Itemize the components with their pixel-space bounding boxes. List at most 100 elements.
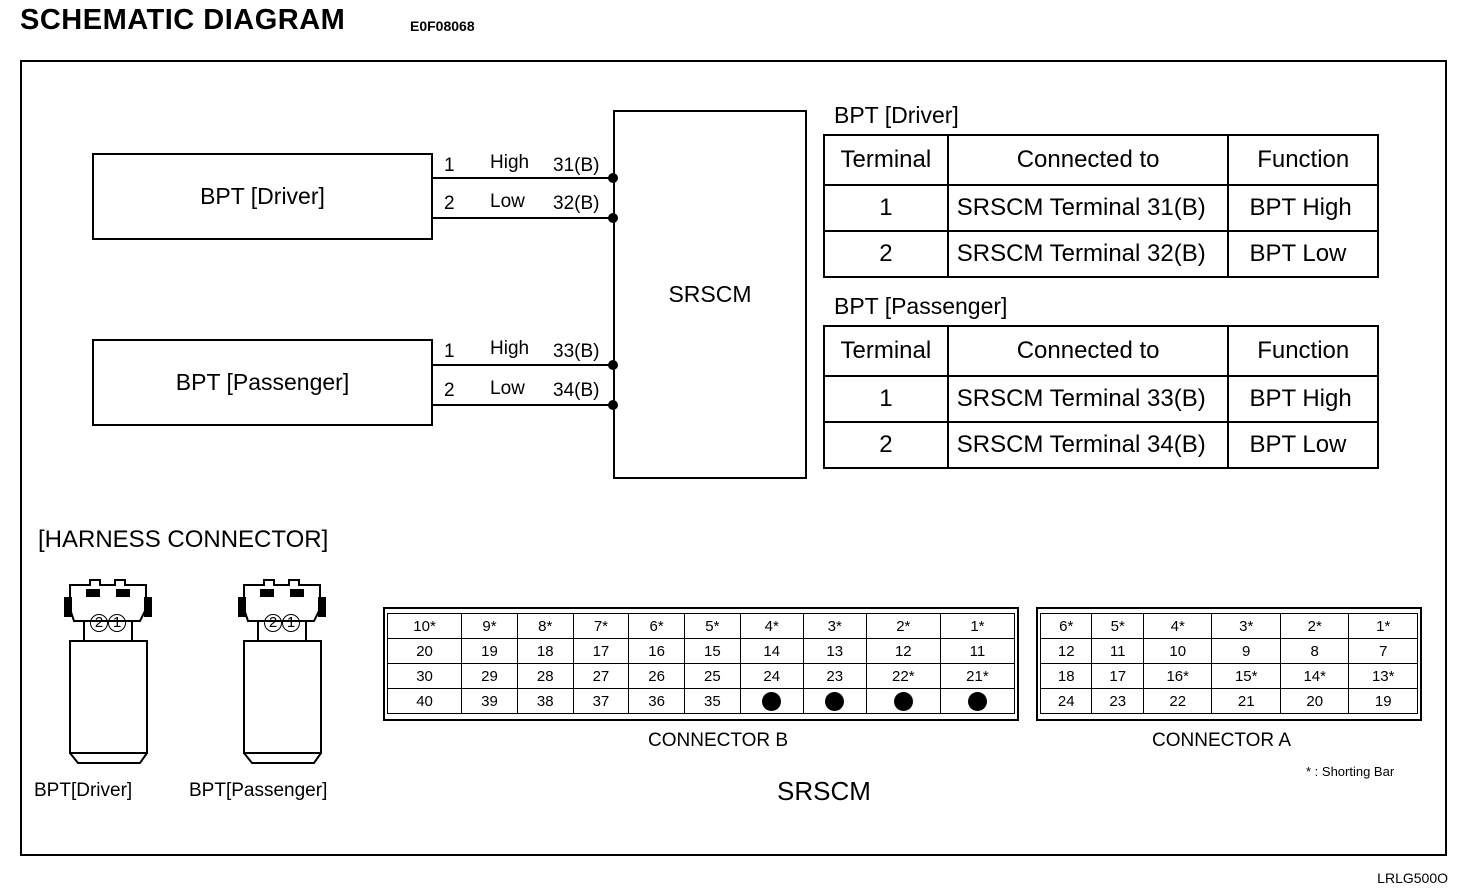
- pin-cell: 8*: [516, 613, 574, 639]
- bpt-passenger-connector-icon: [238, 579, 326, 764]
- wire-signal: Low: [490, 191, 525, 212]
- column-header: Function: [1227, 134, 1379, 186]
- srscm-label: SRSCM: [668, 281, 752, 307]
- pin-cell: 11: [1091, 638, 1144, 664]
- pin-cell: 3*: [1211, 613, 1281, 639]
- pin-cell: 26: [628, 663, 685, 689]
- pin-cell: 13: [802, 638, 867, 664]
- table-cell: SRSCM Terminal 31(B): [946, 184, 1230, 232]
- pin-cell: 38: [516, 688, 574, 714]
- table-cell: 1: [823, 375, 949, 423]
- table-cell: BPT Low: [1227, 230, 1379, 278]
- srscm-caption: SRSCM: [777, 776, 871, 806]
- filled-pin-dot: [825, 691, 845, 711]
- pin-cell: 40: [386, 688, 463, 714]
- pin-cell: 37: [572, 688, 630, 714]
- wire-terminal: 34(B): [553, 380, 600, 401]
- pin-cell: 29: [461, 663, 518, 689]
- column-header: Terminal: [823, 134, 949, 186]
- page-title: SCHEMATIC DIAGRAM: [20, 4, 346, 36]
- pin-cell: 25: [684, 663, 741, 689]
- pin-number: 1: [282, 614, 300, 632]
- pin-cell: 11: [939, 638, 1016, 664]
- pin-cell: 18: [1039, 663, 1093, 689]
- pin-cell: 28: [516, 663, 574, 689]
- wire-pin: 2: [444, 193, 455, 214]
- filled-pin-dot: [893, 691, 913, 711]
- filled-pin-dot: [762, 691, 782, 711]
- wire-pin: 1: [444, 341, 455, 362]
- diagram-frame: [20, 60, 1447, 856]
- pin-cell: 1*: [939, 613, 1016, 639]
- pin-cell: 19: [1348, 688, 1418, 714]
- pin-cell: 24: [1039, 688, 1093, 714]
- wire-terminal: 31(B): [553, 155, 600, 176]
- pin-cell: 2*: [1279, 613, 1350, 639]
- column-header: Connected to: [946, 134, 1230, 186]
- pin-cell: 12: [865, 638, 941, 664]
- bpt-passenger-caption: BPT[Passenger]: [189, 780, 328, 801]
- wire-signal: High: [490, 152, 530, 173]
- pin-cell: 13*: [1348, 663, 1418, 689]
- filled-pin-marker: [802, 688, 867, 714]
- pin-cell: 23: [802, 663, 867, 689]
- driver-table-title: BPT [Driver]: [834, 102, 959, 128]
- pin-cell: 16: [628, 638, 685, 664]
- table-row: 1 SRSCM Terminal 31(B) BPT High: [823, 184, 1379, 232]
- wire-pin: 2: [444, 380, 455, 401]
- pin-number: 1: [108, 614, 126, 632]
- connector-b-outline: [383, 607, 1019, 721]
- wire-signal: High: [490, 338, 530, 359]
- wire-signal: Low: [490, 378, 525, 399]
- pin-cell: 1*: [1348, 613, 1418, 639]
- driver-terminal-table: Terminal Connected to Function 1 SRSCM T…: [823, 134, 1379, 278]
- table-header-row: Terminal Connected to Function: [823, 134, 1379, 186]
- pin-cell: 4*: [1142, 613, 1213, 639]
- pin-cell: 8: [1279, 638, 1350, 664]
- table-cell: BPT Low: [1227, 421, 1379, 469]
- pin-cell: 15*: [1211, 663, 1281, 689]
- filled-pin-marker: [939, 688, 1016, 714]
- table-cell: 1: [823, 184, 949, 232]
- pin-cell: 2*: [865, 613, 941, 639]
- connector-b-caption: CONNECTOR B: [648, 730, 789, 751]
- pin-cell: 18: [516, 638, 574, 664]
- passenger-table-title: BPT [Passenger]: [834, 293, 1008, 319]
- table-row: 2 SRSCM Terminal 32(B) BPT Low: [823, 230, 1379, 278]
- pin-cell: 5*: [684, 613, 741, 639]
- pin-cell: 10: [1142, 638, 1213, 664]
- pin-cell: 3*: [802, 613, 867, 639]
- table-cell: BPT High: [1227, 184, 1379, 232]
- pin-cell: 6*: [628, 613, 685, 639]
- filled-pin-dot: [967, 691, 987, 711]
- pin-cell: 17: [572, 638, 630, 664]
- pin-cell: 14: [739, 638, 804, 664]
- pin-cell: 20: [1279, 688, 1350, 714]
- table-cell: SRSCM Terminal 34(B): [946, 421, 1230, 469]
- connector-a-outline: [1036, 607, 1422, 721]
- pin-cell: 24: [739, 663, 804, 689]
- connector-a-caption: CONNECTOR A: [1152, 730, 1292, 751]
- wire-pin: 1: [444, 155, 455, 176]
- pin-cell: 4*: [739, 613, 804, 639]
- bpt-driver-label: BPT [Driver]: [200, 183, 325, 209]
- table-header-row: Terminal Connected to Function: [823, 325, 1379, 377]
- pin-cell: 22: [1142, 688, 1213, 714]
- table-cell: SRSCM Terminal 33(B): [946, 375, 1230, 423]
- srscm-box: SRSCM: [613, 110, 807, 479]
- table-row: 1 SRSCM Terminal 33(B) BPT High: [823, 375, 1379, 423]
- column-header: Connected to: [946, 325, 1230, 377]
- pin-cell: 35: [684, 688, 741, 714]
- pin-cell: 27: [572, 663, 630, 689]
- shorting-bar-note: * : Shorting Bar: [1306, 764, 1395, 779]
- pin-number: 2: [264, 614, 282, 632]
- pin-cell: 9*: [461, 613, 518, 639]
- pin-cell: 12: [1039, 638, 1093, 664]
- pin-cell: 19: [461, 638, 518, 664]
- bpt-driver-connector-icon: [64, 579, 152, 764]
- pin-cell: 21: [1211, 688, 1281, 714]
